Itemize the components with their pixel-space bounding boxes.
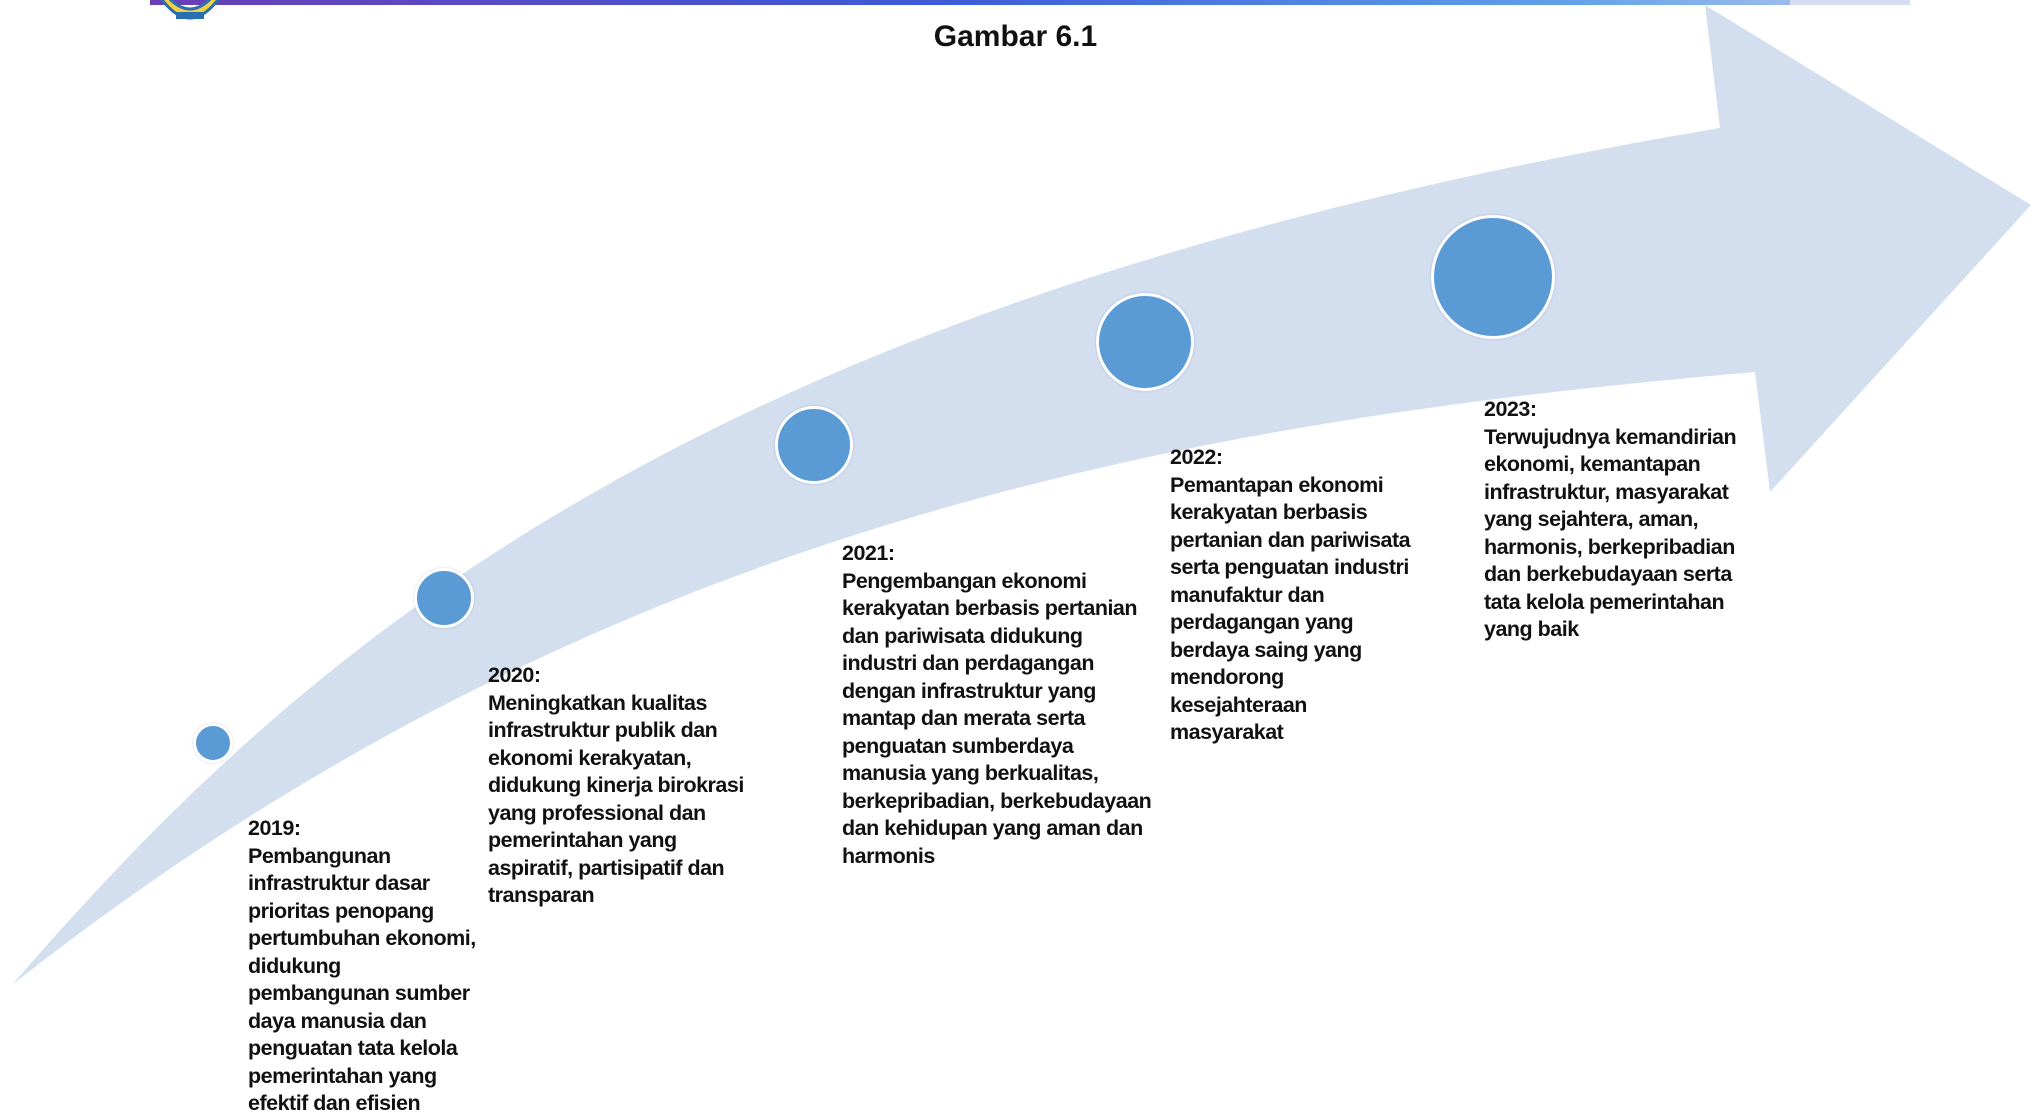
milestone-description: Pembangunan infrastruktur dasar priorita… — [248, 843, 476, 1116]
milestone-2021: 2021: Pengembangan ekonomi kerakyatan be… — [842, 540, 1160, 870]
milestone-description: Meningkatkan kualitas infrastruktur publ… — [488, 690, 744, 908]
milestone-2019: 2019: Pembangunan infrastruktur dasar pr… — [248, 815, 478, 1118]
milestone-year: 2022: — [1170, 445, 1223, 469]
milestone-year: 2019: — [248, 816, 301, 840]
milestone-2023: 2023: Terwujudnya kemandirian ekonomi, k… — [1484, 396, 1752, 644]
regional-emblem-logo — [160, 0, 220, 20]
milestone-description: Pengembangan ekonomi kerakyatan berbasis… — [842, 568, 1152, 868]
milestone-year: 2020: — [488, 663, 541, 687]
milestone-description: Terwujudnya kemandirian ekonomi, kemanta… — [1484, 424, 1737, 642]
milestone-node-2019 — [193, 723, 233, 763]
header-corner-decoration — [1790, 0, 1910, 5]
milestone-node-2021 — [775, 406, 853, 484]
milestone-description: Pemantapan ekonomi kerakyatan berbasis p… — [1170, 472, 1411, 745]
header-gradient-bar — [150, 0, 1910, 5]
milestone-year: 2023: — [1484, 397, 1537, 421]
milestone-2020: 2020: Meningkatkan kualitas infrastruktu… — [488, 662, 756, 910]
milestone-node-2023 — [1431, 215, 1555, 339]
milestone-year: 2021: — [842, 541, 895, 565]
figure-title: Gambar 6.1 — [933, 20, 1098, 53]
milestone-node-2020 — [414, 568, 474, 628]
milestone-node-2022 — [1096, 293, 1194, 391]
milestone-2022: 2022: Pemantapan ekonomi kerakyatan berb… — [1170, 444, 1420, 747]
